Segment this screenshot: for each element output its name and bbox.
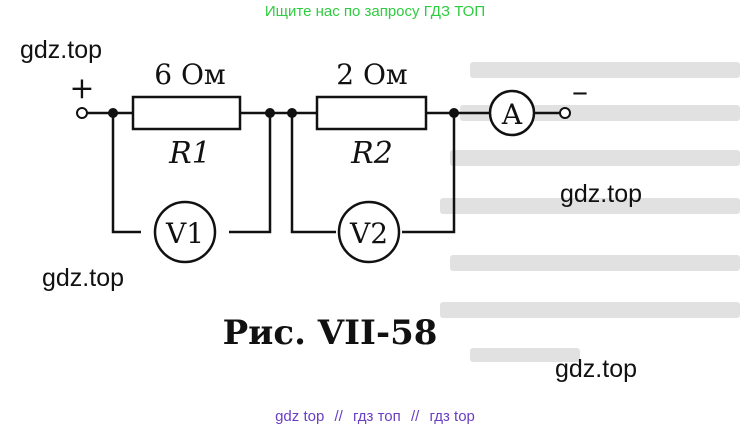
bottom-banner-item: gdz top	[275, 408, 325, 425]
voltmeter-v2-label: V2	[349, 217, 388, 250]
bottom-banner: gdz top // гдз топ // гдз top	[0, 408, 750, 425]
resistor-r1	[131, 95, 242, 131]
junction-node	[108, 108, 118, 118]
junction-node	[265, 108, 275, 118]
top-banner: Ищите нас по запросу ГДЗ ТОП	[264, 3, 486, 20]
voltmeter-v2	[337, 200, 401, 264]
bottom-banner-item: гдз топ	[353, 408, 401, 425]
watermark: gdz.top	[560, 180, 643, 208]
wire-v1-branch	[229, 113, 272, 234]
minus-sign: –	[572, 72, 588, 110]
watermark: gdz.top	[42, 264, 125, 292]
voltmeter-v1	[153, 200, 217, 264]
bottom-banner-separator: //	[334, 408, 343, 425]
r2-value: 2 Ом	[336, 58, 407, 91]
ammeter-label: A	[501, 98, 523, 131]
terminal-left	[76, 107, 88, 119]
wire-v2-branch	[290, 113, 336, 234]
plus-sign: +	[69, 71, 94, 106]
junction-node	[287, 108, 297, 118]
watermark: gdz.top	[555, 355, 638, 383]
r1-label: R1	[168, 136, 211, 171]
figure-caption: Рис. VII-58	[223, 313, 438, 353]
voltmeter-v1-label: V1	[165, 217, 204, 250]
wire-v2-branch	[402, 113, 456, 234]
terminal-right	[559, 107, 571, 119]
junction-node	[449, 108, 459, 118]
r1-value: 6 Ом	[154, 58, 225, 91]
r2-label: R2	[350, 136, 393, 171]
bottom-banner-item: гдз top	[429, 408, 475, 425]
watermark: gdz.top	[20, 36, 103, 64]
resistor-r2	[315, 95, 428, 131]
bottom-banner-separator: //	[410, 408, 420, 425]
wire-v1-branch	[111, 113, 141, 234]
